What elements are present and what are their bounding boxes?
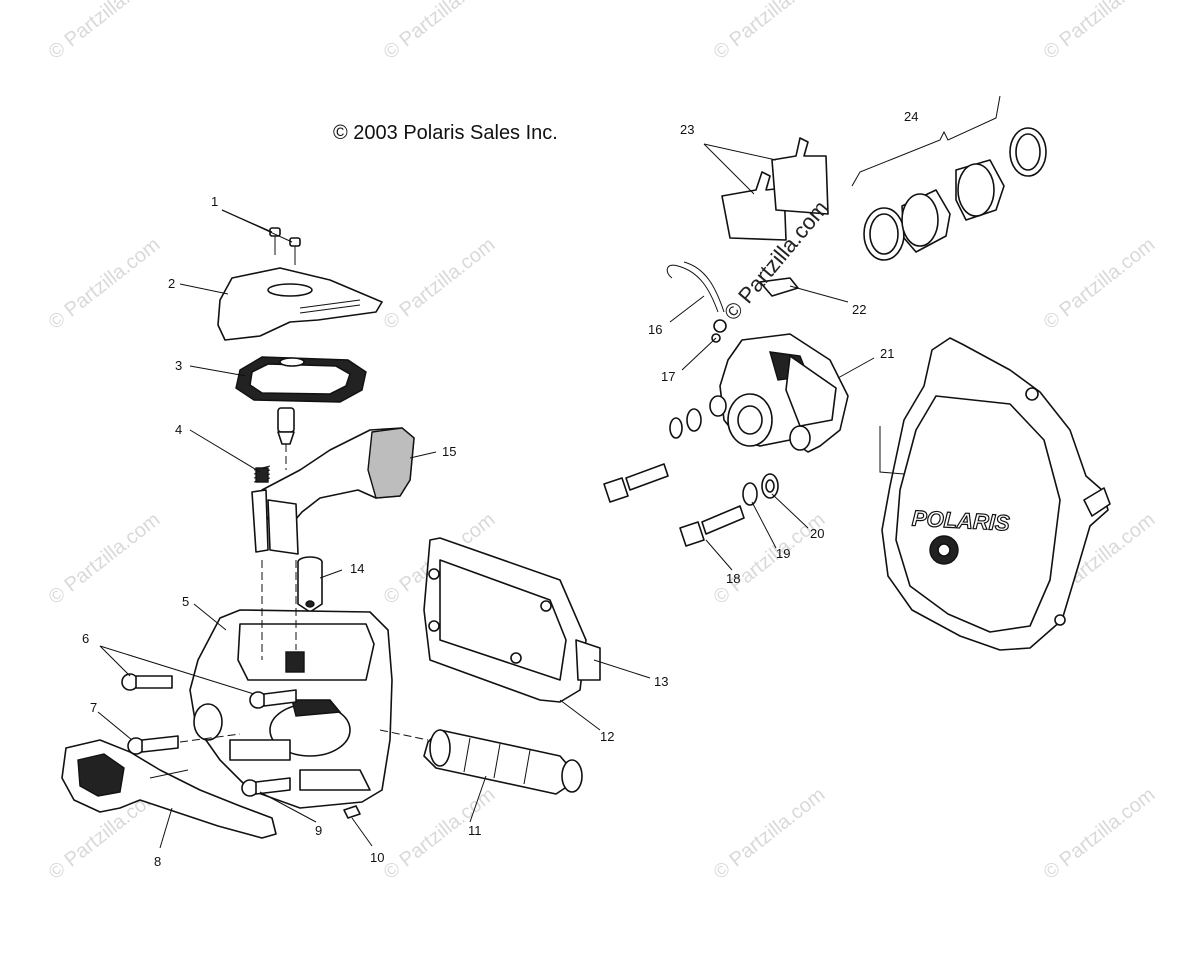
part-23-brake-pads xyxy=(721,137,829,241)
callout-22: 22 xyxy=(852,302,866,317)
callout-17: 17 xyxy=(661,369,675,384)
part-1-screws xyxy=(269,227,301,265)
part-11-spool xyxy=(379,729,583,795)
drive-cover: POLARIS xyxy=(879,337,1111,651)
watermark: © Partzilla.com xyxy=(710,0,830,64)
part-3-diaphragm xyxy=(235,356,367,403)
plunger xyxy=(277,407,295,470)
watermark: © Partzilla.com xyxy=(1040,0,1160,64)
watermark: © Partzilla.com xyxy=(710,784,830,884)
watermark: © Partzilla.com xyxy=(380,0,500,64)
callout-10: 10 xyxy=(370,850,384,865)
part-6-screws xyxy=(121,673,297,709)
part-5-housing xyxy=(189,560,393,809)
copyright-text: © 2003 Polaris Sales Inc. xyxy=(333,122,558,144)
callout-2: 2 xyxy=(168,276,175,291)
callout-15: 15 xyxy=(442,444,456,459)
callout-14: 14 xyxy=(350,561,364,576)
callout-7: 7 xyxy=(90,700,97,715)
callout-1: 1 xyxy=(211,194,218,209)
part-19-20-washers xyxy=(669,408,779,506)
part-9-screw xyxy=(241,777,291,797)
callout-20: 20 xyxy=(810,526,824,541)
callout-4: 4 xyxy=(175,422,182,437)
part-18-bolts xyxy=(603,463,745,547)
watermark: © Partzilla.com xyxy=(45,234,165,334)
part-24-pistons xyxy=(851,95,1047,261)
watermark: © Partzilla.com xyxy=(1040,234,1160,334)
leader-lines xyxy=(97,143,875,849)
watermark: © Partzilla.com xyxy=(45,0,165,64)
part-4-spring xyxy=(253,465,271,483)
part-12-reservoir xyxy=(423,537,601,703)
callout-labels: 1 2 3 4 5 6 7 8 9 10 11 12 13 14 15 16 1… xyxy=(82,109,918,869)
callout-8: 8 xyxy=(154,854,161,869)
callout-23: 23 xyxy=(680,122,694,137)
callout-21: 21 xyxy=(880,346,894,361)
part-17-bleeder xyxy=(711,319,727,343)
callout-13: 13 xyxy=(654,674,668,689)
part-2-cover xyxy=(217,267,383,341)
callout-11: 11 xyxy=(468,823,482,838)
callout-9: 9 xyxy=(315,823,322,838)
callout-6: 6 xyxy=(82,631,89,646)
part-10-clip xyxy=(343,805,361,819)
callout-12: 12 xyxy=(600,729,614,744)
cover-logo-text: POLARIS xyxy=(911,506,1010,536)
part-7-screw xyxy=(127,733,241,755)
callout-5: 5 xyxy=(182,594,189,609)
callout-3: 3 xyxy=(175,358,182,373)
part-14-pin xyxy=(297,556,323,613)
part-15-throttle-lever xyxy=(251,427,415,555)
callout-18: 18 xyxy=(726,571,740,586)
part-8-brake-lever xyxy=(61,739,277,839)
watermark: © Partzilla.com xyxy=(1040,784,1160,884)
callout-16: 16 xyxy=(648,322,662,337)
part-16-brake-line xyxy=(666,261,725,313)
part-21-caliper xyxy=(709,333,849,453)
callout-19: 19 xyxy=(776,546,790,561)
watermark: © Partzilla.com xyxy=(45,509,165,609)
callout-24: 24 xyxy=(904,109,918,124)
watermark: © Partzilla.com xyxy=(380,234,500,334)
